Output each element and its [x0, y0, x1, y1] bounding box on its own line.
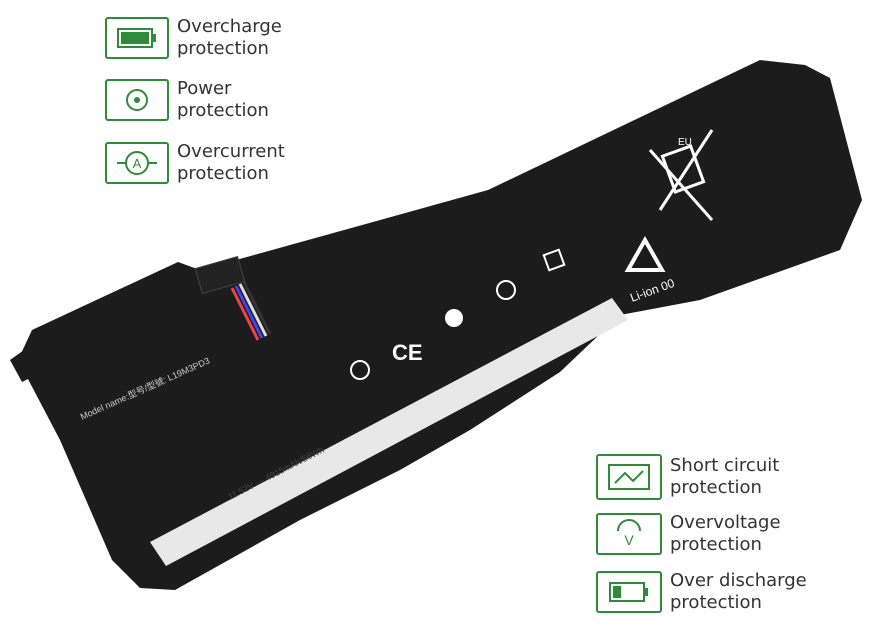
- feature-short-circuit-label: Short circuit protection: [670, 455, 780, 498]
- feature-overcharge: Overcharge protection: [105, 16, 282, 60]
- connector-wires: [230, 281, 272, 341]
- feature-overvoltage: V Overvoltage protection: [596, 512, 781, 556]
- circuit-board-icon: [596, 454, 662, 500]
- compliance-mark-3: [496, 280, 516, 300]
- ce-mark: CE: [392, 340, 423, 365]
- battery-body: [18, 60, 862, 590]
- svg-text:A: A: [133, 156, 142, 171]
- feature-power: Power protection: [105, 78, 269, 122]
- feature-overcurrent-label: Overcurrent protection: [177, 141, 285, 184]
- svg-text:V: V: [624, 532, 634, 548]
- feature-short-circuit: Short circuit protection: [596, 454, 779, 500]
- feature-power-label: Power protection: [177, 78, 269, 121]
- feature-overvoltage-label: Overvoltage protection: [670, 512, 781, 555]
- feature-over-discharge-label: Over discharge protection: [670, 570, 807, 613]
- battery-connector: [194, 255, 246, 295]
- power-target-icon: [105, 79, 169, 121]
- eu-mark: EU: [678, 137, 692, 148]
- compliance-mark-1: [350, 360, 370, 380]
- mount-tab-left: [10, 350, 36, 382]
- ammeter-icon: A: [105, 142, 169, 184]
- compliance-mark-4: [542, 248, 566, 272]
- battery-low-icon: [596, 571, 662, 613]
- feature-overcurrent: A Overcurrent protection: [105, 141, 285, 185]
- battery-label: [150, 298, 628, 566]
- voltage-v-icon: V: [596, 513, 662, 555]
- feature-overcharge-label: Overcharge protection: [177, 16, 282, 59]
- feature-over-discharge: Over discharge protection: [596, 570, 807, 614]
- battery-full-icon: [105, 17, 169, 59]
- compliance-mark-2: [445, 309, 463, 327]
- recycle-icon: [624, 235, 666, 272]
- eu-crossed-bin-icon: [648, 129, 714, 221]
